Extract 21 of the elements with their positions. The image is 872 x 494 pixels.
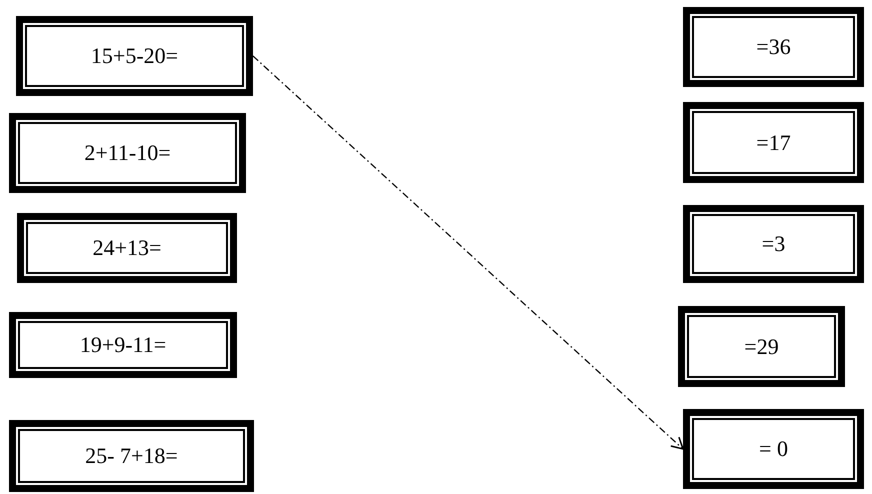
dash-dot-arrow [252,56,684,450]
answer-box [17,213,237,283]
answer-box [16,16,253,96]
equation-text: 19+9-11= [80,334,166,356]
answer-box [9,312,237,378]
answer-box [683,205,864,283]
answer-box [683,102,864,183]
equation-text: 25- 7+18= [85,445,178,467]
equation-text: = 0 [759,438,788,460]
answer-box [9,420,254,492]
equation-text: =17 [756,132,791,154]
equation-text: =3 [762,233,786,255]
answer-box [683,7,864,87]
equation-text: 15+5-20= [90,45,178,67]
equation-text: =29 [744,336,779,358]
equation-text: =36 [756,36,791,58]
answer-box [683,409,864,489]
equation-text: 2+11-10= [84,142,171,164]
answer-box [678,306,845,387]
answer-box [9,113,246,193]
equation-text: 24+13= [92,237,162,259]
